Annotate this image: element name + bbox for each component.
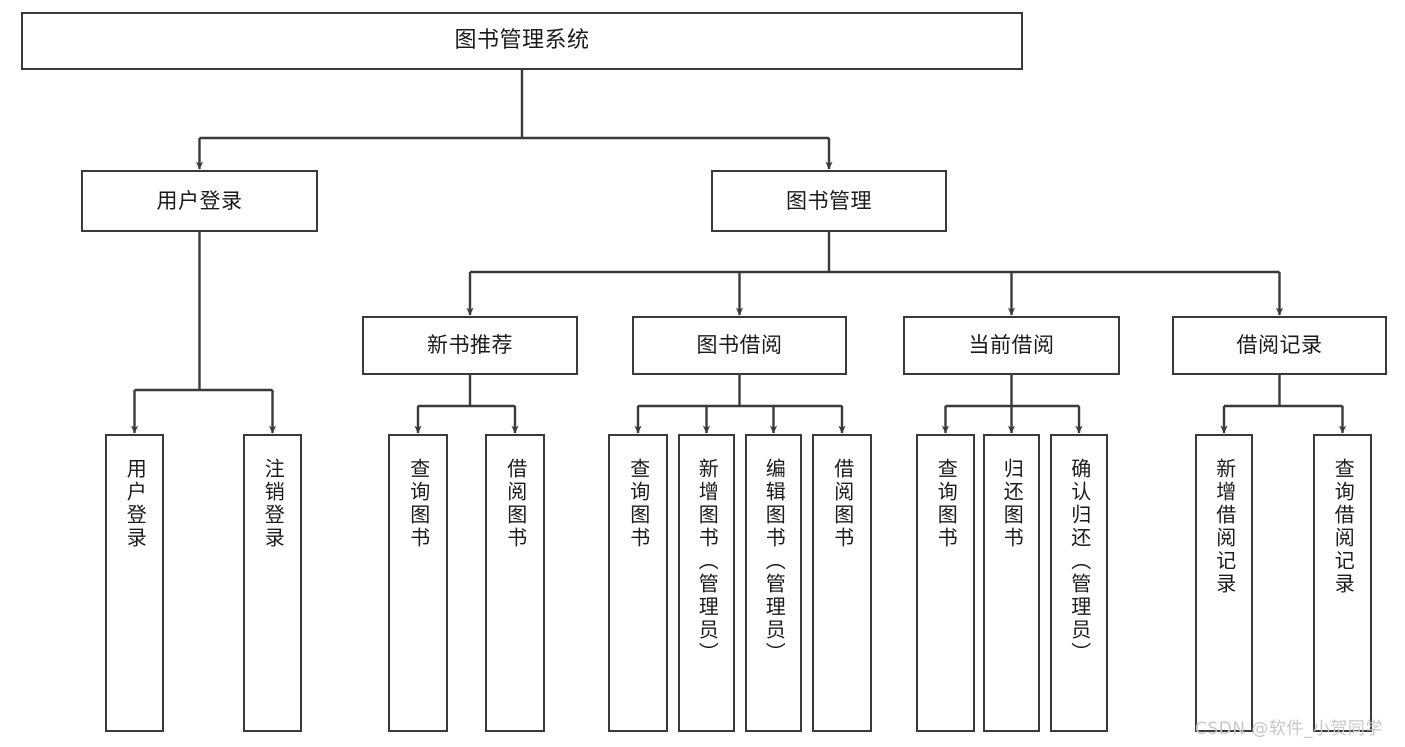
connector-paths [130,70,1347,434]
node-label: 编辑图书（管理员） [762,458,787,665]
node-label: 图书管理 [786,188,872,213]
node-leaf-confirm-return[interactable]: 确认归还（管理员） [1050,434,1108,732]
node-label: 新书推荐 [427,333,513,358]
node-label: 归还图书 [1000,458,1025,550]
node-label: 查询借阅记录 [1331,458,1356,596]
node-leaf-query-record[interactable]: 查询借阅记录 [1313,434,1372,732]
node-label: 查询图书 [626,458,651,550]
node-leaf-user-logout[interactable]: 注销登录 [243,434,302,732]
node-label: 借阅图书 [830,458,855,550]
node-leaf-borrow-book-2[interactable]: 借阅图书 [812,434,872,732]
node-label: 新增图书（管理员） [695,458,720,665]
node-leaf-query-book-1[interactable]: 查询图书 [388,434,448,732]
node-book-manage[interactable]: 图书管理 [711,170,947,232]
node-new-book-rec[interactable]: 新书推荐 [362,316,578,375]
node-leaf-borrow-book-1[interactable]: 借阅图书 [485,434,545,732]
node-root[interactable]: 图书管理系统 [21,12,1023,70]
node-user-login[interactable]: 用户登录 [81,170,318,232]
node-leaf-add-record[interactable]: 新增借阅记录 [1195,434,1253,732]
node-current-borrow[interactable]: 当前借阅 [903,316,1120,375]
node-label: 借阅图书 [503,458,528,550]
node-label: 查询图书 [406,458,431,550]
node-leaf-query-book-3[interactable]: 查询图书 [916,434,975,732]
node-label: 借阅记录 [1236,333,1323,358]
node-label: 图书管理系统 [454,28,590,54]
node-book-borrow[interactable]: 图书借阅 [632,316,847,375]
node-leaf-add-book[interactable]: 新增图书（管理员） [678,434,735,732]
node-leaf-query-book-2[interactable]: 查询图书 [608,434,668,732]
node-label: 用户登录 [123,458,148,550]
node-leaf-edit-book[interactable]: 编辑图书（管理员） [745,434,802,732]
node-borrow-record[interactable]: 借阅记录 [1172,316,1387,375]
node-label: 新增借阅记录 [1212,458,1237,596]
node-label: 图书借阅 [696,333,783,358]
node-label: 当前借阅 [968,333,1055,358]
node-label: 用户登录 [156,188,243,213]
node-label: 注销登录 [261,458,286,550]
node-label: 查询图书 [934,458,959,550]
node-leaf-return-book[interactable]: 归还图书 [983,434,1040,732]
node-leaf-user-login[interactable]: 用户登录 [105,434,164,732]
node-label: 确认归还（管理员） [1067,458,1092,665]
